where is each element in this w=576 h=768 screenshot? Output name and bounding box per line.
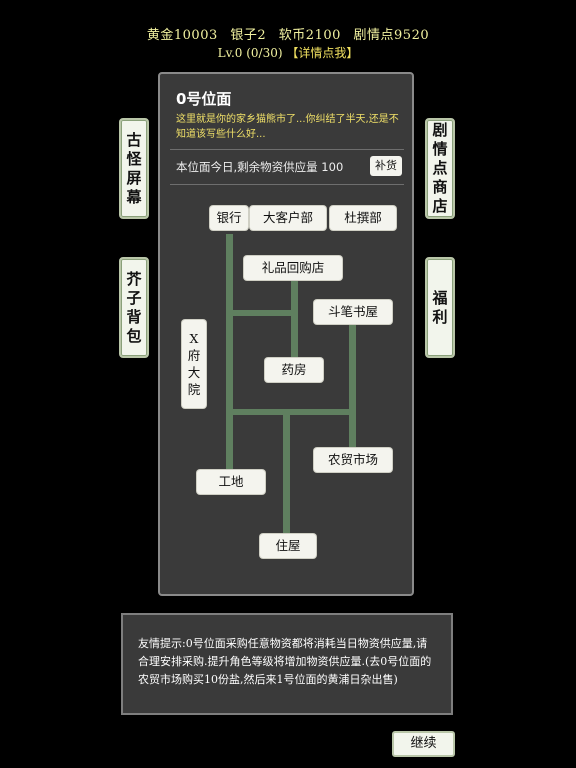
divider — [170, 149, 404, 150]
map-node-residence[interactable]: 住屋 — [260, 534, 316, 558]
map-node-bookstore[interactable]: 斗笔书屋 — [314, 300, 392, 324]
map-node-bank[interactable]: 银行 — [210, 206, 248, 230]
location-description: 这里就是你的家乡猫熊市了...你纠结了半天,还是不知道该写些什么好... — [176, 114, 399, 140]
level-bar: Lv.0 (0/30) 【详情点我】 — [0, 44, 576, 61]
restock-button[interactable]: 补货 — [370, 156, 402, 176]
welfare-button[interactable]: 福利 — [425, 257, 455, 358]
map-node-x-mansion[interactable]: X府大院 — [182, 320, 206, 408]
map-node-gift-shop[interactable]: 礼品回购店 — [244, 256, 342, 280]
story-shop-button[interactable]: 剧情点商店 — [425, 118, 455, 219]
tip-text: 友情提示:0号位面采购任意物资都将消耗当日物资供应量,请合理安排采购.提升角色等… — [138, 637, 432, 686]
backpack-button[interactable]: 芥子背包 — [119, 257, 149, 358]
supply-remaining: 本位面今日,剩余物资供应量 100 — [176, 160, 344, 174]
map-node-pharmacy[interactable]: 药房 — [265, 358, 323, 382]
level-text: Lv.0 (0/30) — [217, 46, 283, 60]
location-panel: 0号位面 这里就是你的家乡猫熊市了...你纠结了半天,还是不知道该写些什么好..… — [158, 72, 414, 596]
path-line — [226, 234, 233, 469]
path-line — [233, 409, 351, 415]
map-node-farmers-market[interactable]: 农贸市场 — [314, 448, 392, 472]
weird-screen-button[interactable]: 古怪屏幕 — [119, 118, 149, 219]
level-detail-link[interactable]: 【详情点我】 — [286, 46, 359, 60]
path-line — [233, 310, 293, 316]
map-node-duzhuan-dept[interactable]: 杜撰部 — [330, 206, 396, 230]
story-points-count: 剧情点9520 — [353, 28, 430, 43]
soft-coin-count: 软币2100 — [278, 28, 341, 43]
currency-bar: 黄金10003 银子2 软币2100 剧情点9520 — [0, 24, 576, 43]
tip-dialog: 友情提示:0号位面采购任意物资都将消耗当日物资供应量,请合理安排采购.提升角色等… — [121, 613, 453, 715]
continue-button[interactable]: 继续 — [392, 731, 455, 757]
location-title: 0号位面 — [176, 90, 232, 108]
silver-count: 银子2 — [230, 28, 267, 43]
path-line — [291, 279, 298, 364]
gold-count: 黄金10003 — [146, 28, 218, 43]
path-line — [283, 415, 290, 535]
path-line — [349, 324, 356, 449]
divider — [170, 184, 404, 185]
map-node-construction-site[interactable]: 工地 — [197, 470, 265, 494]
map-node-vip-dept[interactable]: 大客户部 — [250, 206, 326, 230]
